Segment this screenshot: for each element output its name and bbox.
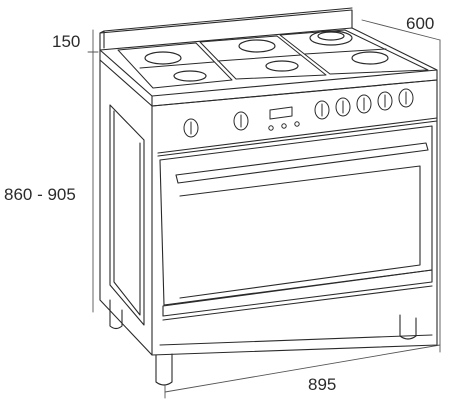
side-panel	[99, 59, 153, 356]
width-dimension-line	[164, 344, 441, 393]
backguard-height-label: 150	[52, 32, 81, 51]
knob	[398, 88, 414, 108]
backguard	[99, 7, 353, 51]
knob	[183, 118, 199, 138]
dimension-lines	[87, 19, 441, 399]
depth-label: 600	[406, 14, 435, 33]
burner	[351, 51, 389, 65]
oven-door	[159, 125, 433, 306]
storage-drawer	[162, 269, 433, 317]
foot	[155, 353, 173, 386]
timer-button	[268, 125, 274, 131]
oven-handle	[175, 142, 429, 184]
oven-window	[179, 165, 421, 299]
burners	[144, 30, 389, 82]
depth-dimension-line	[361, 19, 441, 41]
burner	[144, 51, 182, 65]
knob	[314, 100, 330, 120]
timer-button	[294, 121, 300, 127]
burner	[265, 60, 299, 72]
timer-display	[268, 106, 300, 131]
knob	[335, 97, 351, 117]
burner	[238, 39, 276, 53]
burner	[317, 31, 345, 41]
pan-support-right	[279, 29, 429, 75]
burner	[309, 30, 353, 46]
feet	[109, 299, 417, 386]
front-face	[151, 79, 438, 356]
knob	[356, 94, 372, 114]
control-knobs	[183, 88, 414, 138]
pan-supports	[117, 29, 429, 89]
foot	[399, 314, 417, 340]
timer-button	[281, 123, 287, 129]
knob	[233, 111, 249, 131]
pan-support-left	[117, 42, 233, 89]
foot	[109, 299, 123, 330]
pan-support-middle	[199, 35, 327, 80]
width-label: 895	[308, 375, 337, 394]
body-height-label: 860 - 905	[4, 185, 76, 204]
knob	[377, 91, 393, 111]
burner	[173, 70, 207, 82]
